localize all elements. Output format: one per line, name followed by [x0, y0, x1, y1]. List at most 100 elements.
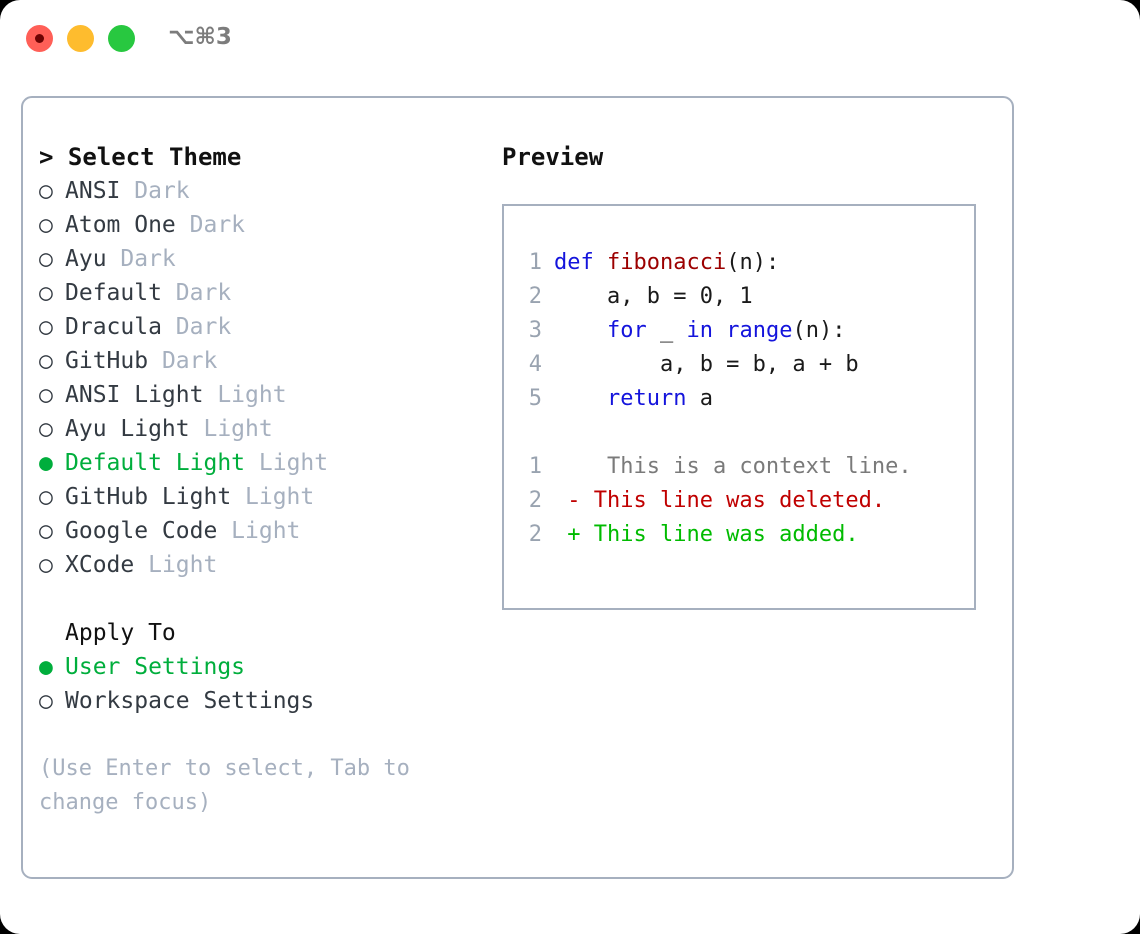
diff-line-add: 2 + This line was added.: [520, 518, 912, 552]
code-token: _: [646, 318, 687, 343]
select-theme-header: > Select Theme: [39, 143, 242, 171]
theme-item-label: Ayu Light: [65, 416, 204, 442]
theme-item-label: Default: [65, 280, 176, 306]
diff-line-text: - This line was deleted.: [554, 488, 886, 513]
line-number: 2: [528, 284, 542, 309]
theme-selector-column: > Select Theme ○ANSI Dark○Atom One Dark○…: [39, 140, 489, 820]
theme-item-category: Dark: [161, 348, 218, 374]
theme-item-atom-one[interactable]: ○ Atom One Dark: [39, 208, 489, 242]
theme-item-category: Dark: [134, 178, 190, 204]
radio-unselected-icon: ○: [39, 518, 53, 544]
theme-item-ansi-light[interactable]: ○ ANSI Light Light: [39, 378, 489, 412]
zoom-button[interactable]: [108, 25, 135, 52]
radio-unselected-icon: ○: [39, 178, 53, 204]
theme-item-label: ANSI Light: [65, 382, 218, 408]
code-line: 5 return a: [520, 382, 912, 416]
line-number: 2: [528, 522, 542, 547]
code-token: [713, 318, 726, 343]
theme-item-category: Dark: [189, 212, 246, 238]
shortcut-label: ⌥⌘3: [168, 24, 232, 50]
radio-selected-icon: ●: [39, 450, 53, 476]
code-token: fibonacci: [606, 250, 727, 275]
apply-to-option-user-settings[interactable]: ●User Settings: [39, 650, 489, 684]
minimize-button[interactable]: [67, 25, 94, 52]
keyboard-hint: (Use Enter to select, Tab to change focu…: [39, 756, 424, 815]
theme-item-category: Light: [217, 382, 287, 408]
theme-item-ansi[interactable]: ○ ANSI Dark: [39, 174, 489, 208]
theme-item-ayu[interactable]: ○ Ayu Dark: [39, 242, 489, 276]
theme-item-github[interactable]: ○ GitHub Dark: [39, 344, 489, 378]
diff-line-text: This is a context line.: [554, 454, 912, 479]
theme-item-category: Dark: [120, 246, 176, 272]
code-token: [554, 318, 607, 343]
radio-unselected-icon: ○: [39, 382, 53, 408]
radio-unselected-icon: ○: [39, 484, 53, 510]
theme-item-category: Dark: [175, 314, 232, 340]
diff-line-ctx: 1 This is a context line.: [520, 450, 912, 484]
main-panel: > Select Theme ○ANSI Dark○Atom One Dark○…: [21, 96, 1014, 879]
code-token: range: [726, 318, 793, 343]
radio-unselected-icon: ○: [39, 314, 53, 340]
theme-item-category: Light: [258, 450, 329, 476]
line-number: 1: [528, 454, 542, 479]
theme-item-label: GitHub: [65, 348, 162, 374]
theme-item-label: Dracula: [65, 314, 176, 340]
theme-list[interactable]: ○ ANSI Dark ○ Atom One Dark ○ Ayu Dark ○ Defaul…: [39, 174, 489, 582]
radio-unselected-icon: ○: [39, 688, 53, 714]
theme-item-category: Light: [203, 416, 273, 442]
theme-item-label: Ayu: [65, 246, 121, 272]
line-number: 3: [528, 318, 542, 343]
diff-line-text: + This line was added.: [554, 522, 859, 547]
code-token: a, b = b, a + b: [554, 352, 859, 377]
theme-item-default-light[interactable]: ● Default Light Light: [39, 446, 489, 480]
code-token: in: [686, 318, 713, 343]
radio-selected-icon: ●: [39, 654, 53, 680]
theme-item-github-light[interactable]: ○ GitHub Light Light: [39, 480, 489, 514]
apply-to-option-workspace-settings[interactable]: ○ Workspace Settings: [39, 684, 489, 718]
theme-item-category: Light: [231, 518, 301, 544]
code-token: def: [554, 250, 607, 275]
theme-item-dracula[interactable]: ○ Dracula Dark: [39, 310, 489, 344]
theme-item-label: Google Code: [65, 518, 232, 544]
theme-item-label: Default Light: [65, 450, 259, 476]
radio-unselected-icon: ○: [39, 212, 53, 238]
title-bar: ⌥⌘3: [0, 0, 1140, 78]
code-token: return: [606, 386, 687, 411]
code-line: 4 a, b = b, a + b: [520, 348, 912, 382]
theme-item-google-code[interactable]: ○ Google Code Light: [39, 514, 489, 548]
theme-item-label: ANSI: [65, 178, 135, 204]
traffic-lights: [26, 25, 135, 52]
code-token: (n):: [792, 318, 846, 343]
code-line: 2 a, b = 0, 1: [520, 280, 912, 314]
section-spacer: [39, 582, 489, 616]
line-number: 1: [528, 250, 542, 275]
radio-unselected-icon: ○: [39, 552, 53, 578]
radio-unselected-icon: ○: [39, 280, 53, 306]
code-token: [554, 386, 607, 411]
radio-unselected-icon: ○: [39, 416, 53, 442]
radio-unselected-icon: ○: [39, 246, 53, 272]
code-token: a, b = 0, 1: [554, 284, 753, 309]
theme-item-default[interactable]: ○ Default Dark: [39, 276, 489, 310]
code-line: 1 def fibonacci(n):: [520, 246, 912, 280]
theme-item-category: Light: [245, 484, 315, 510]
theme-item-label: Atom One: [65, 212, 190, 238]
theme-item-category: Light: [148, 552, 218, 578]
close-button[interactable]: [26, 25, 53, 52]
line-number: 5: [528, 386, 542, 411]
apply-to-title: Apply To: [65, 620, 176, 646]
code-token: (n):: [726, 250, 780, 275]
line-number: 4: [528, 352, 542, 377]
theme-item-category: Dark: [175, 280, 232, 306]
code-token: a: [686, 386, 713, 411]
preview-header: Preview: [502, 143, 604, 171]
apply-to-list[interactable]: ●User Settings ○ Workspace Settings: [39, 650, 489, 718]
theme-item-xcode[interactable]: ○XCode Light: [39, 548, 489, 582]
theme-item-ayu-light[interactable]: ○ Ayu Light Light: [39, 412, 489, 446]
theme-item-label: GitHub Light: [65, 484, 246, 510]
apply-to-option-label: Workspace Settings: [65, 688, 315, 714]
radio-unselected-icon: ○: [39, 348, 53, 374]
